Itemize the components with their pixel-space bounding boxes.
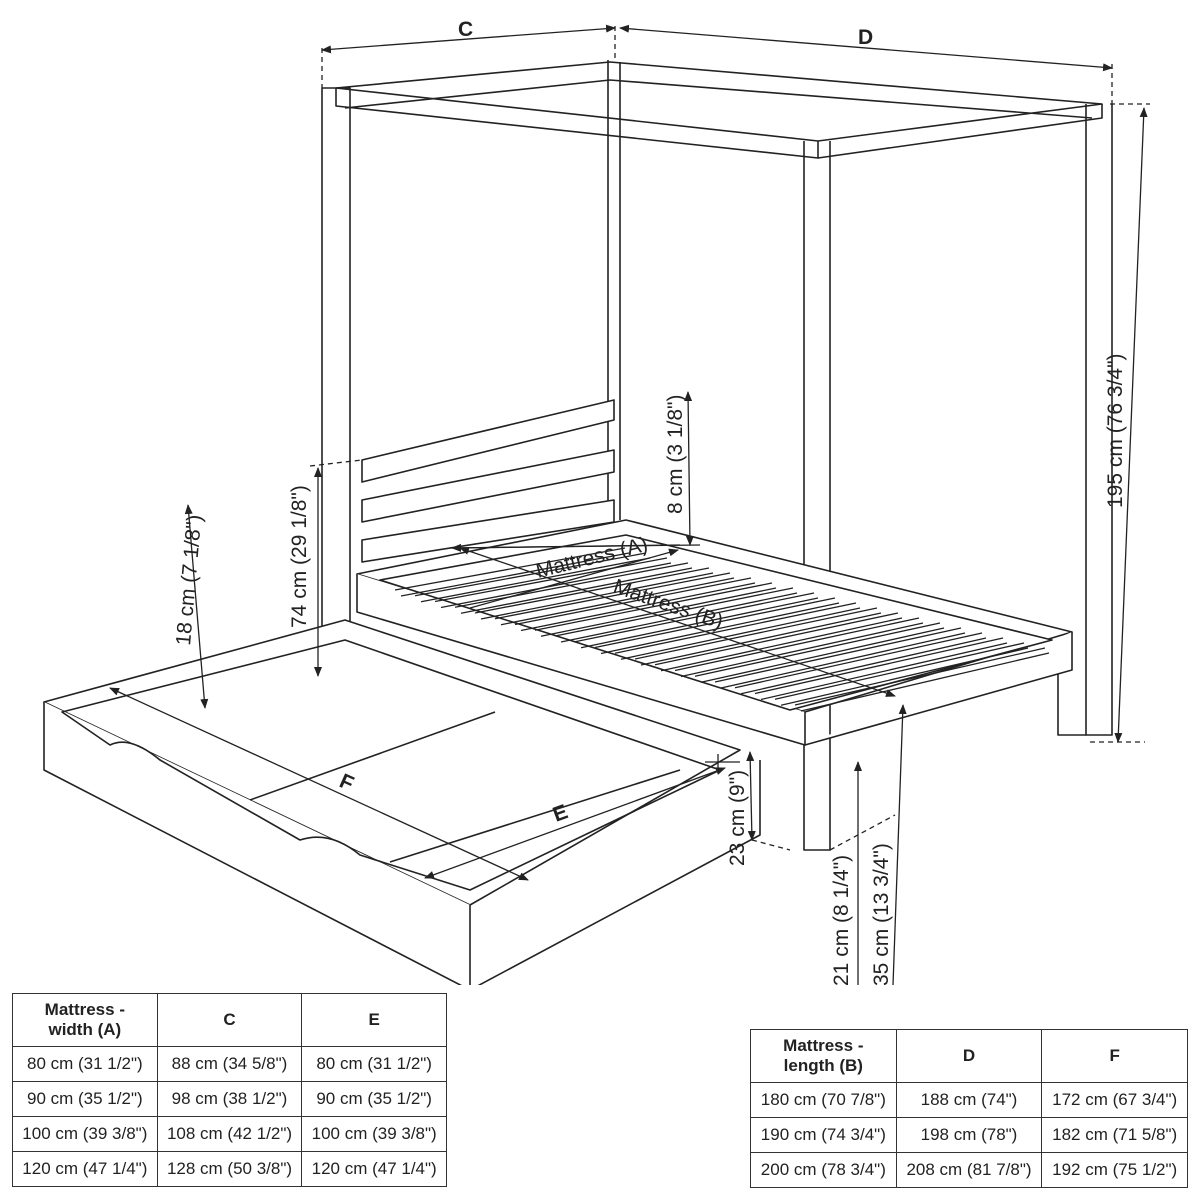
- label-height-35: 35 cm (13 3/4"): [870, 843, 893, 985]
- table-row: 200 cm (78 3/4") 208 cm (81 7/8") 192 cm…: [750, 1152, 1188, 1188]
- table-header: Mattress - width (A): [12, 993, 158, 1047]
- table-row: 190 cm (74 3/4") 198 cm (78") 182 cm (71…: [750, 1117, 1188, 1153]
- dimension-lines: [109, 24, 1150, 985]
- label-c: C: [458, 18, 473, 41]
- table-cell: 190 cm (74 3/4"): [750, 1117, 897, 1153]
- label-d: D: [858, 26, 873, 49]
- table-row: 90 cm (35 1/2") 98 cm (38 1/2") 90 cm (3…: [12, 1081, 447, 1117]
- table-cell: 120 cm (47 1/4"): [12, 1151, 158, 1187]
- headboard: [361, 399, 615, 563]
- table-cell: 182 cm (71 5/8"): [1041, 1117, 1188, 1153]
- mattress-width-table: Mattress - width (A) C E 80 cm (31 1/2")…: [12, 993, 447, 1187]
- label-height-18: 18 cm (7 1/8"): [172, 514, 206, 647]
- table-cell: 90 cm (35 1/2"): [301, 1081, 447, 1117]
- table-cell: 200 cm (78 3/4"): [750, 1152, 897, 1188]
- table-cell: 120 cm (47 1/4"): [301, 1151, 447, 1187]
- table-cell: 172 cm (67 3/4"): [1041, 1082, 1188, 1118]
- table-row: 100 cm (39 3/8") 108 cm (42 1/2") 100 cm…: [12, 1116, 447, 1152]
- table-row: 120 cm (47 1/4") 128 cm (50 3/8") 120 cm…: [12, 1151, 447, 1187]
- label-height-195: 195 cm (76 3/4"): [1104, 353, 1127, 508]
- table-header: E: [301, 993, 447, 1047]
- label-height-23: 23 cm (9"): [726, 770, 749, 866]
- table-header-row: Mattress - width (A) C E: [12, 993, 447, 1047]
- table-row: 180 cm (70 7/8") 188 cm (74") 172 cm (67…: [750, 1082, 1188, 1118]
- mattress-length-table: Mattress - length (B) D F 180 cm (70 7/8…: [750, 1029, 1188, 1188]
- table-cell: 80 cm (31 1/2"): [12, 1046, 158, 1082]
- table-cell: 108 cm (42 1/2"): [156, 1116, 303, 1152]
- table-cell: 180 cm (70 7/8"): [750, 1082, 897, 1118]
- table-cell: 98 cm (38 1/2"): [156, 1081, 303, 1117]
- label-height-21: 21 cm (8 1/4"): [830, 855, 853, 985]
- table-cell: 198 cm (78"): [895, 1117, 1043, 1153]
- table-cell: 90 cm (35 1/2"): [12, 1081, 158, 1117]
- table-row: 80 cm (31 1/2") 88 cm (34 5/8") 80 cm (3…: [12, 1046, 447, 1082]
- table-cell: 88 cm (34 5/8"): [156, 1046, 303, 1082]
- label-height-74: 74 cm (29 1/8"): [288, 485, 311, 628]
- table-cell: 192 cm (75 1/2"): [1041, 1152, 1188, 1188]
- table-cell: 100 cm (39 3/8"): [301, 1116, 447, 1152]
- table-cell: 80 cm (31 1/2"): [301, 1046, 447, 1082]
- table-cell: 100 cm (39 3/8"): [12, 1116, 158, 1152]
- label-height-8: 8 cm (3 1/8"): [664, 395, 687, 515]
- table-header: D: [895, 1029, 1043, 1083]
- table-header: C: [156, 993, 303, 1047]
- canopy-frame: [321, 60, 1113, 851]
- bed-diagram: C D 195 cm (76 3/4") 74 cm (29 1/8") 18 …: [43, 18, 1150, 985]
- table-header: F: [1041, 1029, 1188, 1083]
- table-cell: 208 cm (81 7/8"): [895, 1152, 1043, 1188]
- table-header: Mattress - length (B): [750, 1029, 897, 1083]
- table-cell: 188 cm (74"): [895, 1082, 1043, 1118]
- table-cell: 128 cm (50 3/8"): [156, 1151, 303, 1187]
- table-header-row: Mattress - length (B) D F: [750, 1029, 1188, 1083]
